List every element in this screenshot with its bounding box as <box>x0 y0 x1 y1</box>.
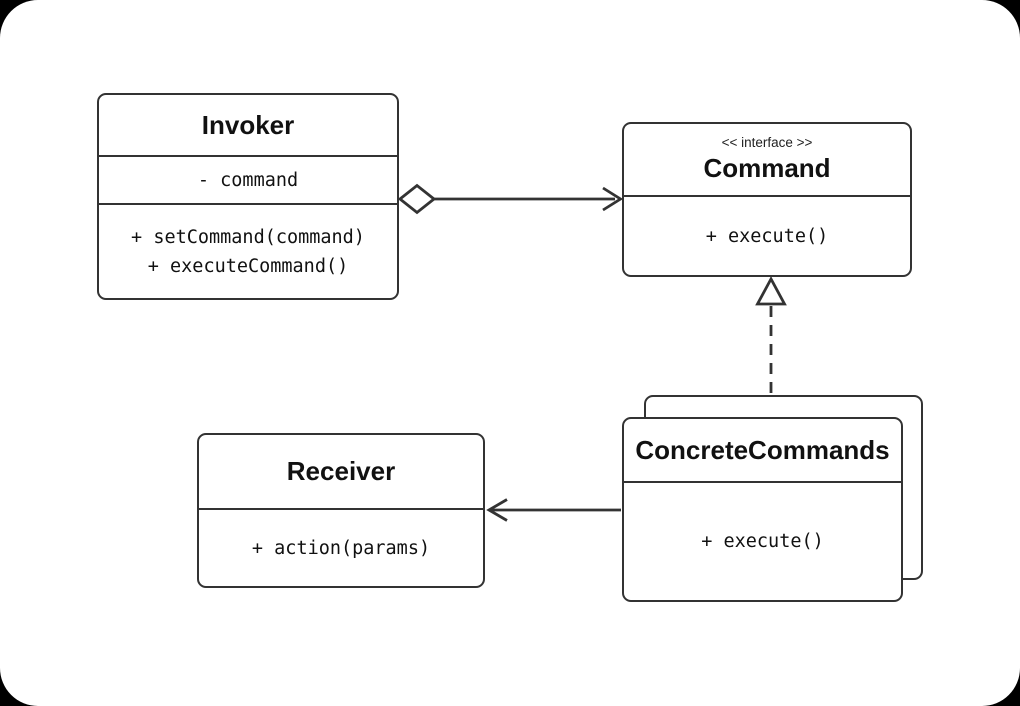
receiver-title-section: Receiver <box>199 435 483 510</box>
concrete-commands-method: + execute() <box>701 531 824 552</box>
concrete-commands-class-name: ConcreteCommands <box>635 434 890 465</box>
invoker-title-section: Invoker <box>99 95 397 157</box>
uml-interface-command: << interface >> Command + execute() <box>622 122 912 277</box>
invoker-method: + executeCommand() <box>147 255 349 277</box>
command-methods-section: + execute() <box>624 197 910 275</box>
hollow-diamond-icon <box>397 183 437 215</box>
concrete-commands-title-section: ConcreteCommands <box>624 419 901 483</box>
command-title-section: << interface >> Command <box>624 124 910 197</box>
uml-class-receiver: Receiver + action(params) <box>197 433 485 588</box>
invoker-methods-section: + setCommand(command) + executeCommand() <box>99 205 397 298</box>
open-arrowhead-icon <box>602 186 624 212</box>
receiver-methods-section: + action(params) <box>199 510 483 586</box>
command-method: + execute() <box>705 225 829 247</box>
uml-class-concrete-commands: ConcreteCommands + execute() <box>622 417 903 602</box>
invoker-class-name: Invoker <box>201 109 295 140</box>
association-connector <box>486 498 621 522</box>
command-class-name: Command <box>703 153 831 183</box>
concrete-commands-methods-section: + execute() <box>624 483 901 600</box>
uml-class-invoker: Invoker - command + setCommand(command) … <box>97 93 399 300</box>
invoker-method: + setCommand(command) <box>131 226 365 248</box>
aggregation-connector <box>397 183 624 215</box>
command-stereotype: << interface >> <box>721 135 813 150</box>
invoker-attributes-section: - command <box>99 157 397 205</box>
invoker-attribute: - command <box>197 169 299 191</box>
hollow-triangle-icon <box>755 276 787 306</box>
realization-connector <box>755 276 787 394</box>
receiver-method: + action(params) <box>251 537 431 559</box>
receiver-class-name: Receiver <box>286 456 396 486</box>
open-arrowhead-icon <box>486 498 508 522</box>
